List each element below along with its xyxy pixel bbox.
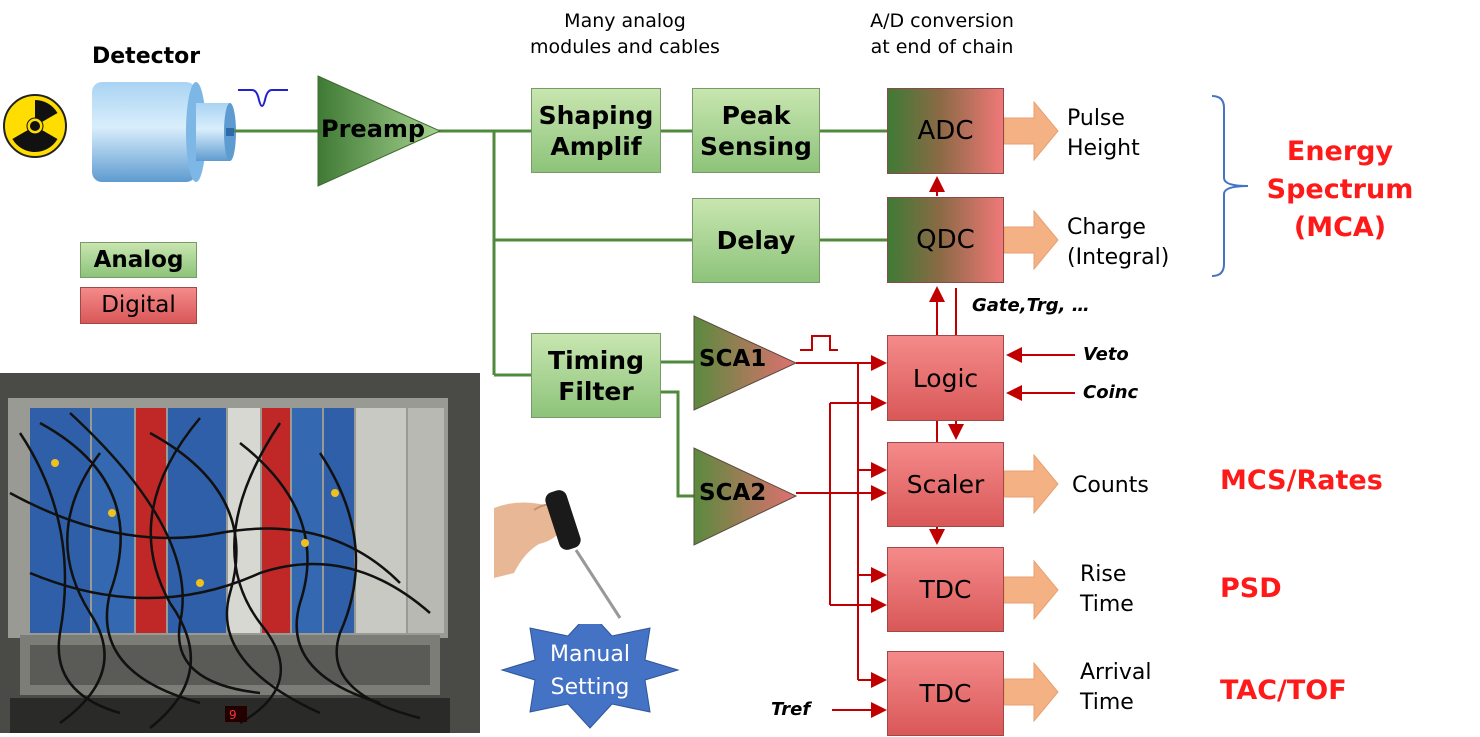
ad-conversion-note: A/D conversion at end of chain [870,10,1014,58]
manual-setting-badge [500,611,680,729]
sca1-label: SCA1 [699,346,767,372]
radiation-hazard-icon [3,94,67,158]
output-arrows [1003,100,1059,723]
negative-pulse-icon [238,89,288,107]
legend-digital: Digital [80,287,197,324]
sca2-triangle [693,447,798,546]
preamp-triangle [317,75,442,187]
tac-tof-application: TAC/TOF [1220,675,1347,706]
analog-wires [234,129,887,498]
nim-crate-photo: 9 [0,373,480,733]
psd-application: PSD [1220,573,1282,604]
veto-label: Veto [1083,344,1129,365]
scaler-module: Scaler [887,442,1004,527]
nim-crate-illustration: 9 [0,373,480,733]
screwdriver-hand-photo [494,478,662,624]
sca1-triangle [693,315,798,411]
coinc-label: Coinc [1083,382,1139,403]
digital-wires [796,176,1075,718]
screwdriver-hand-illustration [494,490,622,619]
counts-output: Counts [1072,473,1149,498]
tdc-arrival-module: TDC [887,651,1004,736]
delay-module: Delay [692,198,820,283]
detector-label: Detector [92,44,201,69]
svg-text:9: 9 [229,708,237,722]
tdc-rise-module: TDC [887,547,1004,632]
detector-icon [92,82,236,182]
legend-analog: Analog [80,242,197,278]
qdc-module: QDC [887,197,1004,283]
gate-trigger-label: Gate,Trg, … [972,295,1090,316]
tref-label: Tref [771,699,811,720]
logic-pulse-icon [800,335,838,351]
adc-module: ADC [887,88,1004,174]
energy-brace [1211,95,1249,277]
energy-spectrum-application: Energy Spectrum (MCA) [1266,136,1414,243]
sca2-label: SCA2 [699,480,767,506]
manual-setting-label: Manual Setting [550,642,630,700]
charge-output: Charge(Integral) [1067,215,1170,270]
preamp-label: Preamp [321,115,426,143]
analog-note: Many analog modules and cables [530,10,720,58]
logic-module: Logic [887,335,1004,421]
mcs-rates-application: MCS/Rates [1220,465,1383,496]
